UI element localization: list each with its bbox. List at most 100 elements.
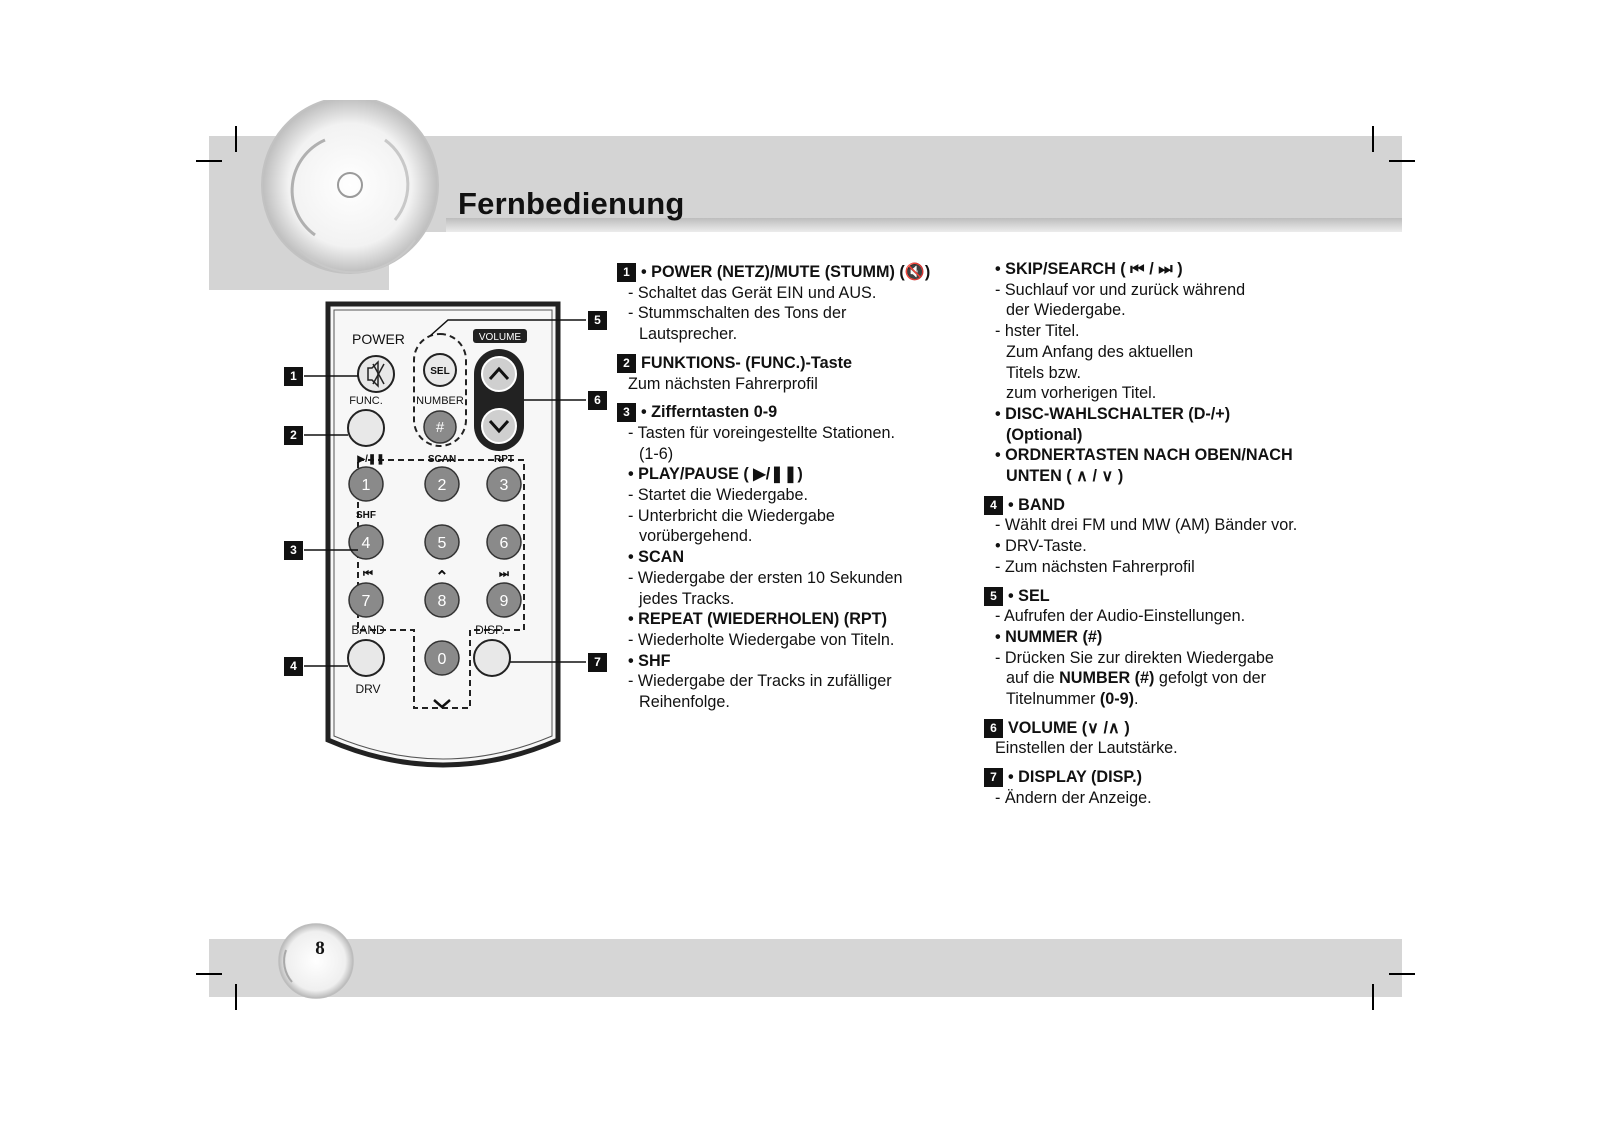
section-title: • BAND xyxy=(1008,495,1065,514)
header-stripe xyxy=(446,218,1402,232)
text-line: Lautsprecher. xyxy=(639,325,738,344)
drv-label: DRV xyxy=(355,682,380,696)
section-marker: 1 xyxy=(617,263,636,282)
sel-button[interactable] xyxy=(423,353,457,387)
text-line: - Stummschalten des Tons der xyxy=(628,304,847,323)
subheading: • NUMMER (#) xyxy=(995,627,1103,646)
power-mute-button[interactable] xyxy=(357,355,395,393)
crop-mark xyxy=(1372,984,1374,1010)
number-key-5[interactable] xyxy=(424,524,460,560)
text-line: (1-6) xyxy=(639,444,674,463)
number-key-label: 6 xyxy=(500,535,509,552)
crop-mark xyxy=(1389,973,1415,975)
text-column-1: 1 • POWER (NETZ)/MUTE (STUMM) (🔇) - Schal… xyxy=(617,262,930,713)
number-key-label: 0 xyxy=(438,651,447,668)
page-number: 8 xyxy=(315,938,325,959)
text-line: - Wählt drei FM und MW (AM) Bänder vor. xyxy=(995,516,1298,535)
hash-label: # xyxy=(436,419,445,436)
section-marker: 2 xyxy=(617,353,636,373)
number-label: NUMBER xyxy=(416,395,464,407)
text-line: zum vorherigen Titel. xyxy=(1006,384,1157,403)
section-title: VOLUME (∨ /∧ ) xyxy=(1008,718,1130,737)
volume-label: VOLUME xyxy=(479,332,522,343)
section-marker: 4 xyxy=(984,495,1003,515)
text-line: - Ändern der Anzeige. xyxy=(995,788,1152,807)
section-display: 7• DISPLAY (DISP.) xyxy=(984,767,1297,788)
subheading: • ORDNERTASTEN NACH OBEN/NACH xyxy=(995,446,1293,465)
section-marker: 3 xyxy=(617,403,636,423)
disc-icon xyxy=(261,100,439,274)
number-key-8[interactable] xyxy=(424,582,460,618)
text-line: Zum nächsten Fahrerprofil xyxy=(628,374,818,393)
section-title: • SEL xyxy=(1008,586,1050,605)
text-line: jedes Tracks. xyxy=(639,589,735,608)
number-key-0[interactable] xyxy=(424,640,460,676)
crop-mark xyxy=(196,973,222,975)
disp-button[interactable] xyxy=(473,639,511,677)
number-key-label: 7 xyxy=(362,593,371,610)
number-key-label: 8 xyxy=(438,593,447,610)
band-label: BAND xyxy=(351,623,385,637)
text-line: - Drücken Sie zur direkten Wiedergabe xyxy=(995,648,1274,667)
volume-down-button[interactable] xyxy=(481,408,517,444)
section-marker: 7 xyxy=(984,768,1003,788)
chevron-down-icon xyxy=(433,699,451,709)
section-title: • POWER (NETZ)/MUTE (STUMM) (🔇) xyxy=(641,263,931,281)
number-key-3[interactable] xyxy=(486,466,522,502)
number-key-6[interactable] xyxy=(486,524,522,560)
text-line: - Aufrufen der Audio-Einstellungen. xyxy=(995,607,1246,626)
subheading: • PLAY/PAUSE ( ▶/❚❚) xyxy=(628,465,803,484)
section-number-keys: 3 • Zifferntasten 0-9 xyxy=(617,402,930,423)
number-key-9[interactable] xyxy=(486,582,522,618)
text-line: Titels bzw. xyxy=(1006,363,1081,382)
text-line: der Wiedergabe. xyxy=(1006,301,1126,320)
text-line: Reihenfolge. xyxy=(639,693,730,712)
subheading: UNTEN ( ∧ / ∨ ) xyxy=(1006,467,1124,486)
number-keys-group xyxy=(357,459,525,709)
scan-label: SCAN xyxy=(428,454,456,465)
section-title: FUNKTIONS- (FUNC.)-Taste xyxy=(641,353,853,372)
subheading: • DISC-WAHLSCHALTER (D-/+) xyxy=(995,404,1231,423)
text-line: - Zum nächsten Fahrerprofil xyxy=(995,557,1195,576)
skip-prev-label: ⏮ xyxy=(363,568,373,580)
section-sel: 5• SEL xyxy=(984,586,1297,607)
text-line: - Startet die Wiedergabe. xyxy=(628,486,808,505)
volume-up-button[interactable] xyxy=(481,356,517,392)
number-key-label: 3 xyxy=(500,477,509,494)
number-hash-button[interactable] xyxy=(423,410,457,444)
number-key-label: 4 xyxy=(362,535,371,552)
text-line: • DRV-Taste. xyxy=(995,537,1087,556)
crop-mark xyxy=(235,984,237,1010)
func-button[interactable] xyxy=(347,409,385,447)
crop-mark xyxy=(1389,160,1415,162)
subheading: • SKIP/SEARCH ( ⏮ / ⏭ ) xyxy=(995,260,1183,278)
number-key-label: 9 xyxy=(500,593,509,610)
callout-2: 2 xyxy=(284,426,303,445)
callout-4: 4 xyxy=(284,657,303,676)
callout-5: 5 xyxy=(588,311,607,330)
number-key-1[interactable] xyxy=(348,466,384,502)
section-title: • Zifferntasten 0-9 xyxy=(641,403,778,422)
callout-3: 3 xyxy=(284,541,303,560)
text-line: - Wiedergabe der ersten 10 Sekunden xyxy=(628,568,903,587)
crop-mark xyxy=(235,126,237,152)
band-drv-button[interactable] xyxy=(347,639,385,677)
number-key-7[interactable] xyxy=(348,582,384,618)
section-power: 1 • POWER (NETZ)/MUTE (STUMM) (🔇) xyxy=(617,262,930,283)
number-key-2[interactable] xyxy=(424,466,460,502)
page-disc-icon xyxy=(278,923,354,999)
rpt-label: RPT xyxy=(494,454,514,465)
number-key-label: 1 xyxy=(362,477,371,494)
text-line: - Suchlauf vor und zurück während xyxy=(995,280,1246,299)
callout-6: 6 xyxy=(588,391,607,410)
callout-7: 7 xyxy=(588,653,607,672)
text-line: - Unterbricht die Wiedergabe xyxy=(628,506,835,525)
power-label: POWER xyxy=(352,331,405,347)
subheading: • SCAN xyxy=(628,548,685,567)
up-label: ⌃ xyxy=(435,569,448,586)
chevron-up-icon xyxy=(488,366,510,381)
section-marker: 6 xyxy=(984,718,1003,738)
mute-icon xyxy=(367,360,379,388)
text-line: - Schaltet das Gerät EIN und AUS. xyxy=(628,283,877,302)
section-band: 4 • BAND xyxy=(984,495,1297,516)
